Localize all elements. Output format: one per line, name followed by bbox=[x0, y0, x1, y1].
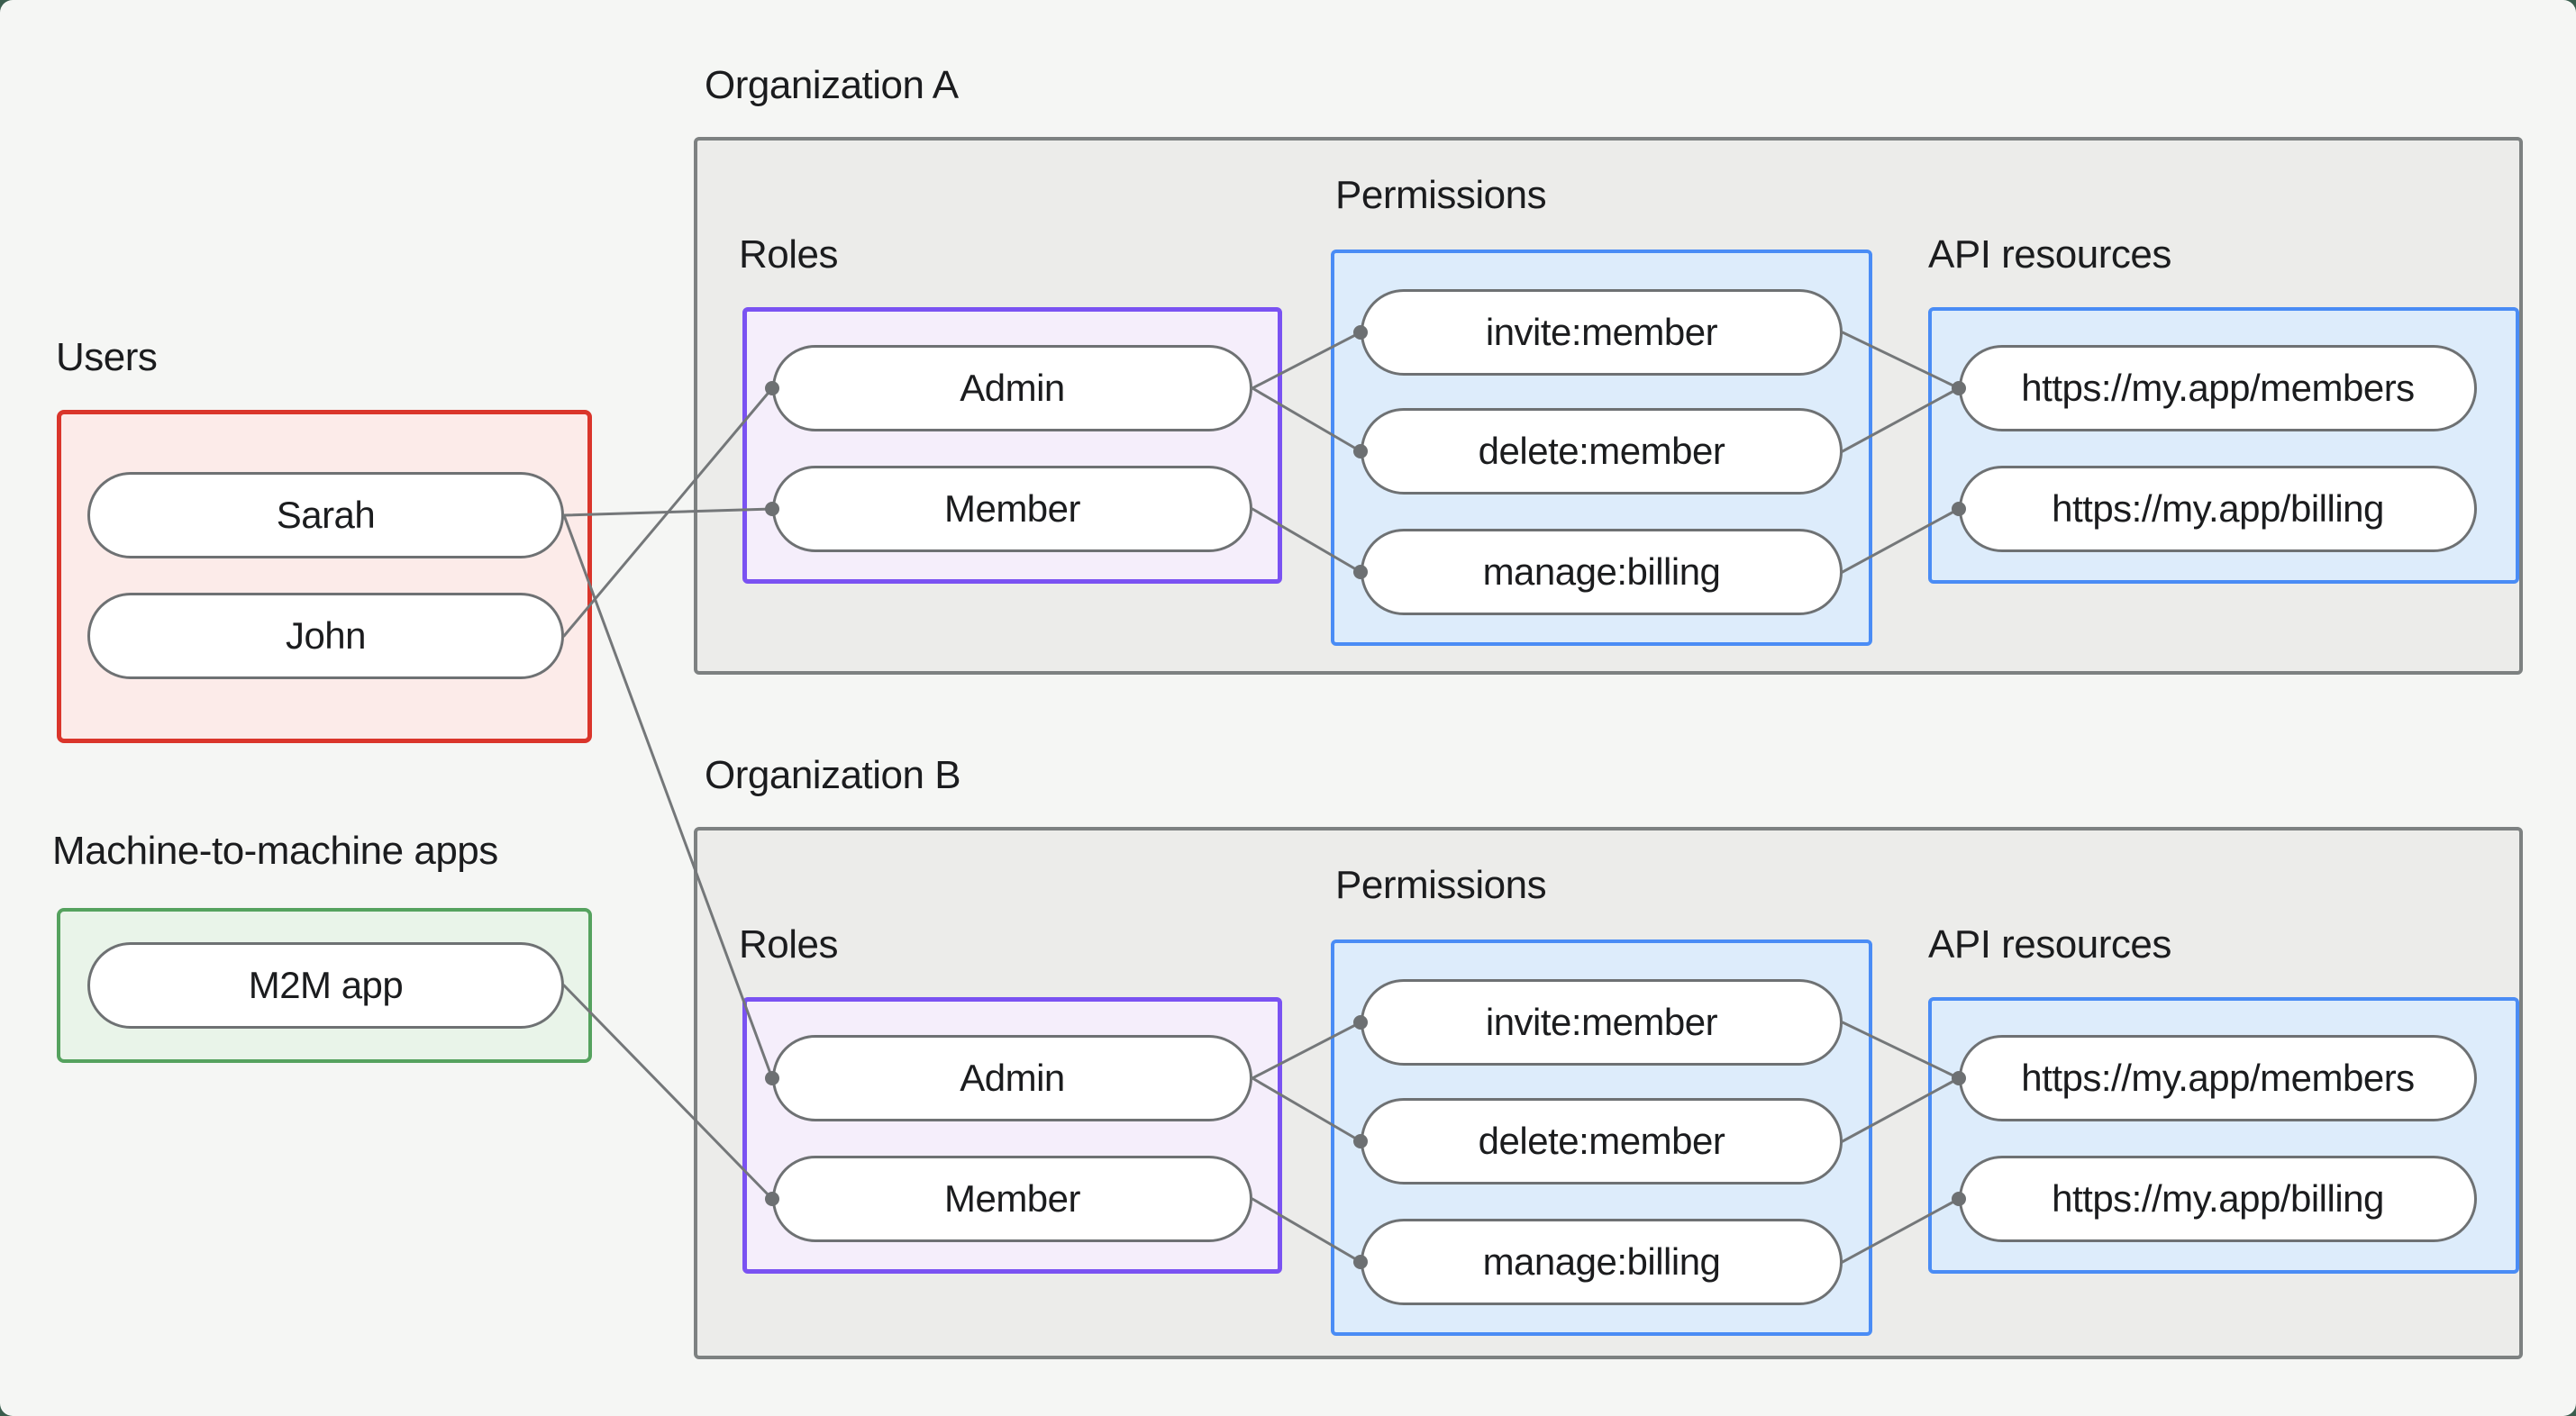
org-b-permissions-label: Permissions bbox=[1335, 863, 1547, 907]
m2m-group-label: Machine-to-machine apps bbox=[52, 829, 498, 873]
org-b-api-members-url: https://my.app/members bbox=[1959, 1035, 2477, 1121]
org-a-roles-label: Roles bbox=[739, 232, 839, 277]
org-a-permission-delete-member: delete:member bbox=[1361, 408, 1843, 495]
org-b-api-resources-label: API resources bbox=[1928, 922, 2171, 967]
user-node-sarah: Sarah bbox=[87, 472, 564, 558]
org-a-role-admin: Admin bbox=[772, 345, 1252, 431]
users-group-label: Users bbox=[56, 335, 158, 379]
org-b-role-admin: Admin bbox=[772, 1035, 1252, 1121]
org-a-api-resources-label: API resources bbox=[1928, 232, 2171, 277]
org-b-permission-delete-member: delete:member bbox=[1361, 1098, 1843, 1185]
org-a-api-members-url: https://my.app/members bbox=[1959, 345, 2477, 431]
org-a-permission-invite-member: invite:member bbox=[1361, 289, 1843, 376]
user-node-john: John bbox=[87, 593, 564, 679]
org-b-title: Organization B bbox=[705, 753, 961, 797]
org-b-roles-label: Roles bbox=[739, 922, 839, 967]
org-a-permission-manage-billing: manage:billing bbox=[1361, 529, 1843, 615]
org-a-api-billing-url: https://my.app/billing bbox=[1959, 466, 2477, 552]
org-b-permission-invite-member: invite:member bbox=[1361, 979, 1843, 1066]
org-a-title: Organization A bbox=[705, 63, 959, 107]
users-group-box bbox=[57, 410, 592, 743]
m2m-app-node: M2M app bbox=[87, 942, 564, 1029]
org-a-role-member: Member bbox=[772, 466, 1252, 552]
org-a-permissions-label: Permissions bbox=[1335, 173, 1547, 217]
org-b-role-member: Member bbox=[772, 1156, 1252, 1242]
org-b-permission-manage-billing: manage:billing bbox=[1361, 1219, 1843, 1305]
org-b-api-billing-url: https://my.app/billing bbox=[1959, 1156, 2477, 1242]
